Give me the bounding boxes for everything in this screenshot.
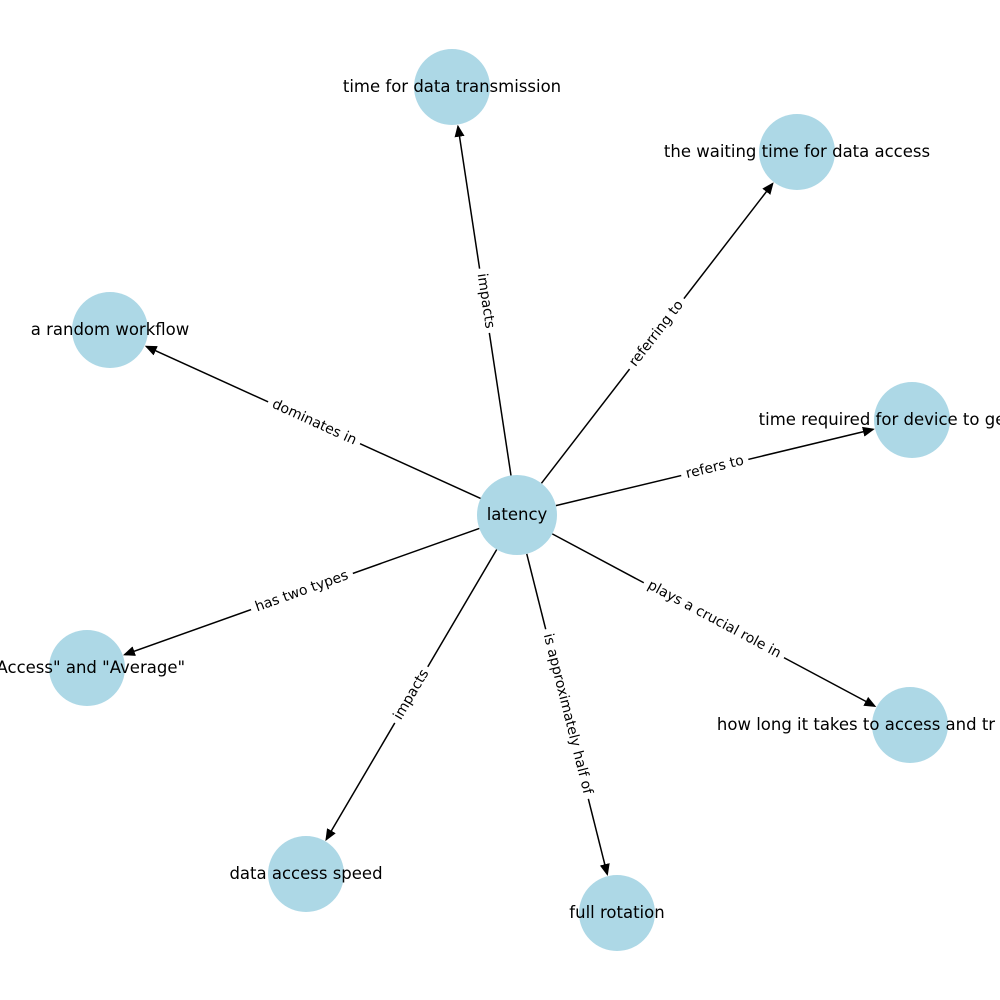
edge-latency-to-time-required-for-device bbox=[555, 426, 875, 507]
edge-latency-to-how-long-to-access-and-transfer bbox=[551, 533, 877, 707]
edge-latency-to-a-random-workflow bbox=[144, 345, 481, 500]
edge-latency-to-access-and-average bbox=[122, 527, 480, 656]
edge-latency-to-full-rotation bbox=[526, 553, 610, 876]
edge-latency-to-data-access-speed bbox=[325, 549, 498, 842]
edge-latency-to-waiting-time-for-data-access bbox=[540, 182, 774, 484]
edge-latency-to-time-for-data-transmission bbox=[454, 124, 512, 476]
